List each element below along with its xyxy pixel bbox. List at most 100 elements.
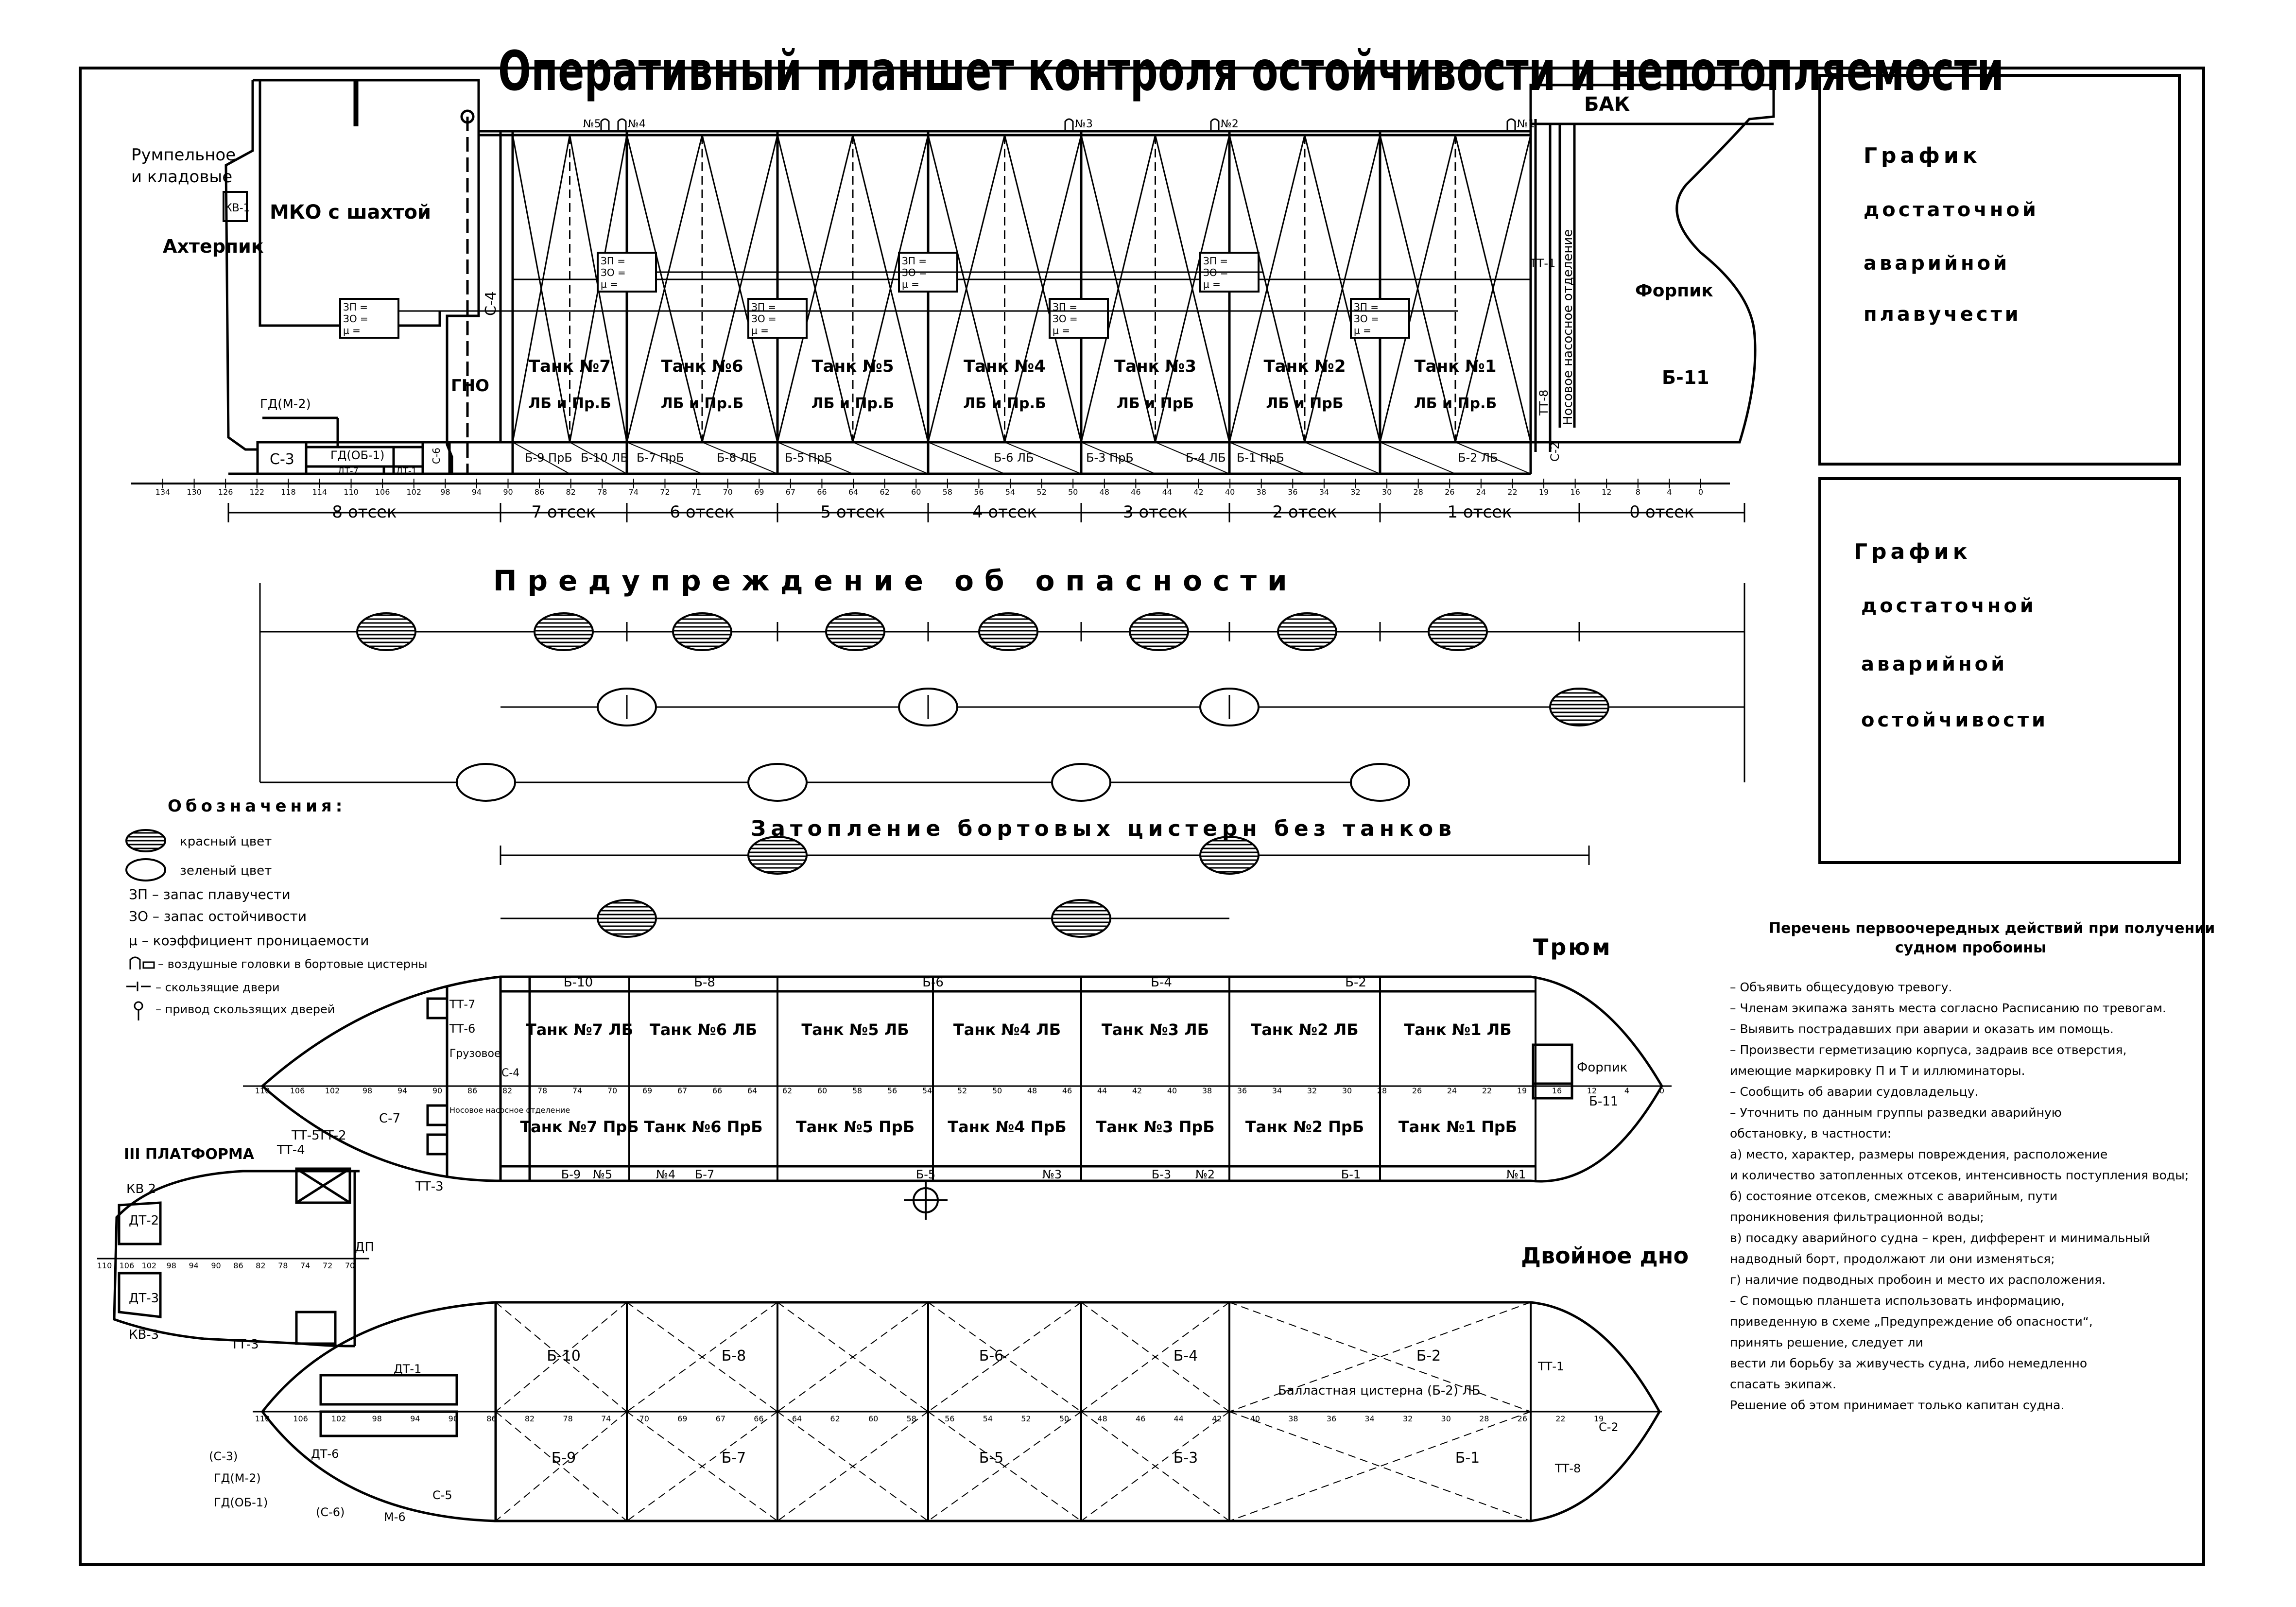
tank-diagonal	[852, 135, 929, 443]
db-port-label: Б-8	[722, 1348, 746, 1365]
red-flood-mark	[825, 612, 885, 651]
label-afterpeak: Ахтерпик	[163, 236, 264, 257]
label-forepeak: Форпик	[1635, 281, 1713, 301]
air-head-icon	[617, 118, 627, 131]
hold-bottom-label: Б-9	[561, 1168, 581, 1181]
tank-name: Танк №5	[811, 357, 894, 376]
double-bottom-title: Двойное дно	[1521, 1243, 1689, 1269]
hold-pump-room: Носовое насосное отделение	[449, 1106, 570, 1115]
bottom-diagonal	[570, 442, 627, 474]
hold-top-label: Б-8	[694, 975, 715, 990]
air-head-label: №5	[583, 118, 601, 130]
hold-port-tank: Танк №6 ЛБ	[650, 1020, 757, 1039]
green-flood-mark	[1051, 763, 1111, 802]
actions-title-2: судном пробоины	[1895, 939, 2046, 956]
db-callout: ДТ-1	[394, 1362, 421, 1376]
buoyancy-line-2: достаточной	[1864, 199, 2039, 221]
tank-sides: ЛБ и Пр.Б	[661, 395, 744, 412]
bottom-diagonal	[1304, 442, 1381, 474]
db-frame-label: 46	[1136, 1414, 1145, 1423]
frame-label: 56	[974, 487, 984, 497]
db-ballast-label: Балластная цистерна (Б-2) ЛБ	[1278, 1383, 1481, 1398]
db-frame-label: 50	[1059, 1414, 1069, 1423]
frame-label: 22	[1507, 487, 1517, 497]
hold-bottom-label: №4	[656, 1168, 675, 1181]
action-line: принять решение, следует ли	[1730, 1335, 1923, 1349]
air-head-label: №1	[1517, 118, 1535, 130]
platform-label: КВ 2	[126, 1182, 156, 1196]
db-frame-label: 82	[525, 1414, 535, 1423]
action-line: в) посадку аварийного судна – крен, дифф…	[1730, 1231, 2150, 1245]
compartment-label: 1 отсек	[1447, 502, 1512, 522]
db-diagonal	[777, 1302, 929, 1412]
hold-frame-label: 16	[1552, 1086, 1562, 1095]
hold-frame-label: 34	[1272, 1086, 1282, 1095]
compartment-label: 5 отсек	[820, 502, 885, 522]
frame-label: 98	[440, 487, 450, 497]
db-port-label: Б-6	[979, 1348, 1004, 1365]
legend-sliding-doors: – скользящие двери	[155, 981, 280, 994]
profile-view	[224, 79, 1775, 475]
platform-frame-label: 90	[211, 1261, 221, 1270]
tank-diagonal	[1080, 135, 1156, 443]
tank-sides: ЛБ и Пр.Б	[528, 395, 611, 412]
hold-frame-label: 98	[363, 1086, 372, 1095]
compartment-label: 3 отсек	[1123, 502, 1188, 522]
frame-label: 122	[250, 487, 265, 497]
stability-card-line: ЗО =	[751, 313, 777, 325]
frame-label: 82	[566, 487, 576, 497]
air-head-icon	[1064, 118, 1074, 131]
red-flood-mark	[672, 612, 732, 651]
db-frame-label: 90	[449, 1414, 458, 1423]
tank-name: Танк №7	[529, 357, 611, 376]
stability-card-line: ЗП =	[1203, 255, 1228, 267]
stability-graph-box	[1818, 477, 2181, 864]
label-c3: С-3	[270, 451, 294, 468]
platform-frame-label: 70	[345, 1261, 355, 1270]
db-callout: С-2	[1599, 1420, 1619, 1434]
db-frame-label: 60	[868, 1414, 878, 1423]
hold-bottom-label: №1	[1506, 1168, 1526, 1181]
air-head-label: №4	[628, 118, 646, 130]
action-line: проникновения фильтрационной воды;	[1730, 1210, 1984, 1224]
platform-label: ДТ-3	[129, 1291, 159, 1306]
tank-name: Танк №4	[964, 357, 1046, 376]
hold-frame-label: 50	[992, 1086, 1002, 1095]
hold-bottom-label: №3	[1042, 1168, 1062, 1181]
action-line: – Сообщить об аварии судовладельцу.	[1730, 1085, 1979, 1099]
hold-frame-label: 62	[782, 1086, 792, 1095]
hold-bottom-label: Б-3	[1152, 1168, 1171, 1181]
tank-diagonal	[777, 135, 854, 443]
db-frame-label: 36	[1327, 1414, 1336, 1423]
action-line: б) состояние отсеков, смежных с аварийны…	[1730, 1189, 2057, 1203]
db-diagonal	[1229, 1411, 1531, 1521]
db-callout: (С-3)	[209, 1450, 238, 1463]
hold-starboard-tank: Танк №6 ПрБ	[644, 1118, 762, 1136]
label-dt7: ДТ-7	[338, 466, 359, 476]
hold-frame-label: 106	[290, 1086, 305, 1095]
legend-title: Обозначения:	[168, 796, 346, 816]
hold-frame-label: 69	[642, 1086, 652, 1095]
tank-diagonal	[1304, 135, 1381, 443]
label-tt8: ТТ-8	[1537, 390, 1551, 416]
hold-starboard-tank: Танк №5 ПрБ	[796, 1118, 915, 1136]
action-line: – Произвести герметизацию корпуса, задра…	[1730, 1043, 2126, 1057]
stability-card-line: μ =	[1053, 325, 1070, 336]
frame-label: 110	[344, 487, 359, 497]
sliding-door-icon	[126, 982, 151, 991]
label-rudder-2: и кладовые	[131, 167, 232, 187]
hold-c7: С-7	[379, 1111, 400, 1126]
stability-card-line: ЗО =	[1053, 313, 1078, 325]
frame-label: 72	[660, 487, 670, 497]
db-callout: ТТ-8	[1554, 1462, 1581, 1475]
tank-sides: ЛБ и Пр.Б	[963, 395, 1046, 412]
bottom-diagonal	[1081, 442, 1156, 474]
label-kv1: КВ-1	[224, 202, 250, 214]
hold-port-tank: Танк №1 ЛБ	[1404, 1020, 1511, 1039]
db-frame-label: 62	[830, 1414, 840, 1423]
frame-label: 126	[218, 487, 233, 497]
frame-label: 36	[1288, 487, 1297, 497]
